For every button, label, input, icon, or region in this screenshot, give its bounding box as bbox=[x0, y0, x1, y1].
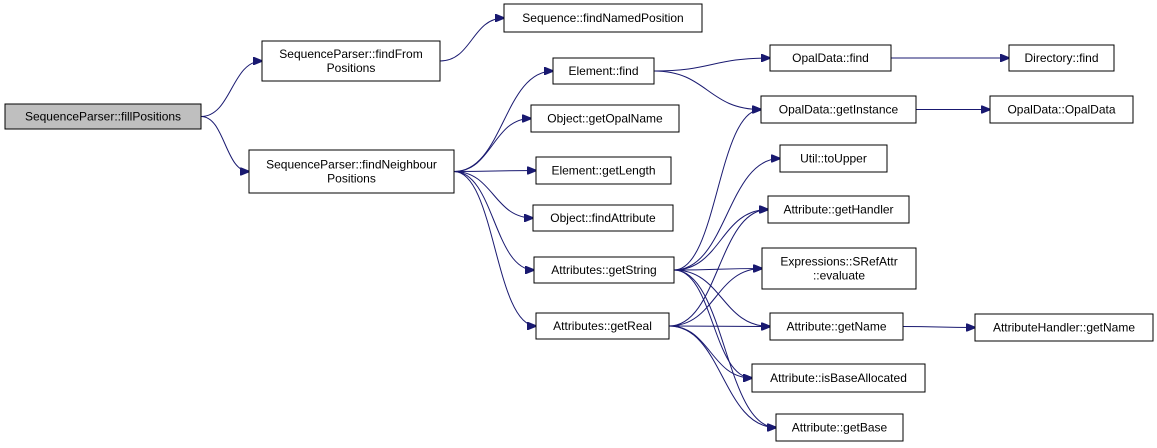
edge-findneighbourpositions-to-findattribute bbox=[453, 171, 533, 219]
node-box bbox=[974, 313, 1154, 342]
node-label: Directory::find bbox=[1024, 51, 1098, 65]
edge-getstring-to-gethandler bbox=[673, 210, 768, 271]
node-label: Element::getLength bbox=[551, 164, 655, 178]
node-label: Attributes::getString bbox=[551, 263, 656, 277]
node-opalfind[interactable]: OpalData::find bbox=[769, 44, 892, 72]
node-label: Util::toUpper bbox=[800, 152, 867, 166]
node-label: Positions bbox=[327, 172, 376, 186]
node-box bbox=[552, 57, 655, 85]
node-label: Attribute::getHandler bbox=[783, 203, 893, 217]
node-box bbox=[532, 204, 674, 232]
node-label: Expressions::SRefAttr bbox=[780, 255, 897, 269]
node-box bbox=[989, 95, 1134, 124]
edge-findneighbourpositions-to-getstring bbox=[453, 171, 534, 271]
node-label: Object::getOpalName bbox=[547, 112, 663, 126]
edge-getreal-to-getbase bbox=[668, 325, 776, 428]
node-box bbox=[769, 44, 892, 72]
node-box bbox=[535, 312, 670, 340]
node-getreal[interactable]: Attributes::getReal bbox=[535, 312, 670, 340]
node-label: Object::findAttribute bbox=[550, 211, 656, 225]
node-label: OpalData::OpalData bbox=[1007, 103, 1115, 117]
edge-getreal-to-attrgetname bbox=[668, 326, 770, 327]
node-label: SequenceParser::findNeighbour bbox=[266, 158, 437, 172]
node-label: Element::find bbox=[568, 64, 638, 78]
edge-getreal-to-evaluate bbox=[668, 269, 762, 327]
node-label: ::evaluate bbox=[813, 269, 865, 283]
node-label: Sequence::findNamedPosition bbox=[522, 11, 683, 25]
edge-getstring-to-attrgetname bbox=[673, 269, 770, 327]
edge-elementfind-to-getinstance bbox=[653, 70, 761, 110]
node-getlength[interactable]: Element::getLength bbox=[535, 156, 672, 185]
node-box bbox=[1008, 44, 1115, 72]
edge-getreal-to-isbaseallocated bbox=[668, 325, 752, 378]
node-box bbox=[779, 144, 888, 173]
edge-getstring-to-toupper bbox=[673, 159, 780, 271]
edge-getstring-to-getinstance bbox=[673, 110, 761, 271]
node-box bbox=[530, 104, 680, 133]
edges-layer bbox=[200, 18, 1009, 428]
node-label: AttributeHandler::getName bbox=[993, 321, 1135, 335]
node-label: Positions bbox=[327, 61, 376, 75]
node-box bbox=[261, 40, 441, 82]
edge-findfrompositions-to-findnamedposition bbox=[439, 18, 504, 62]
edge-fillpositions-to-findneighbourpositions bbox=[200, 116, 249, 172]
node-label: Attributes::getReal bbox=[553, 319, 652, 333]
node-fillpositions[interactable]: SequenceParser::fillPositions bbox=[4, 103, 202, 130]
node-box bbox=[533, 256, 675, 284]
node-label: Attribute::getBase bbox=[792, 421, 888, 435]
node-getopalname[interactable]: Object::getOpalName bbox=[530, 104, 680, 133]
edge-findneighbourpositions-to-getlength bbox=[453, 171, 536, 172]
node-elementfind[interactable]: Element::find bbox=[552, 57, 655, 85]
node-box bbox=[769, 312, 904, 341]
node-box bbox=[767, 195, 910, 224]
node-box bbox=[535, 156, 672, 185]
node-label: SequenceParser::fillPositions bbox=[25, 110, 181, 124]
node-attrgetname[interactable]: Attribute::getName bbox=[769, 312, 904, 341]
node-handlergetname[interactable]: AttributeHandler::getName bbox=[974, 313, 1154, 342]
edge-attrgetname-to-handlergetname bbox=[902, 327, 975, 328]
node-evaluate[interactable]: Expressions::SRefAttr::evaluate bbox=[761, 247, 917, 290]
edge-elementfind-to-opalfind bbox=[653, 58, 770, 72]
edge-getstring-to-getbase bbox=[673, 269, 776, 428]
node-opaldata[interactable]: OpalData::OpalData bbox=[989, 95, 1134, 124]
node-directoryfind[interactable]: Directory::find bbox=[1008, 44, 1115, 72]
node-getinstance[interactable]: OpalData::getInstance bbox=[760, 95, 917, 124]
node-label: Attribute::getName bbox=[786, 320, 886, 334]
edge-getstring-to-isbaseallocated bbox=[673, 269, 752, 378]
edge-getreal-to-gethandler bbox=[668, 210, 768, 327]
edge-fillpositions-to-findfrompositions bbox=[200, 61, 262, 117]
nodes-layer: SequenceParser::fillPositionsSequencePar… bbox=[4, 3, 1154, 442]
node-label: OpalData::find bbox=[792, 51, 869, 65]
node-box bbox=[248, 149, 455, 194]
node-toupper[interactable]: Util::toUpper bbox=[779, 144, 888, 173]
node-box bbox=[760, 95, 917, 124]
node-box bbox=[775, 413, 904, 442]
node-box bbox=[4, 103, 202, 130]
node-getbase[interactable]: Attribute::getBase bbox=[775, 413, 904, 442]
edge-findneighbourpositions-to-getopalname bbox=[453, 119, 531, 172]
edge-findneighbourpositions-to-getreal bbox=[453, 171, 536, 327]
node-isbaseallocated[interactable]: Attribute::isBaseAllocated bbox=[751, 363, 926, 393]
node-findattribute[interactable]: Object::findAttribute bbox=[532, 204, 674, 232]
node-label: Attribute::isBaseAllocated bbox=[770, 371, 907, 385]
node-findnamedposition[interactable]: Sequence::findNamedPosition bbox=[503, 3, 703, 33]
node-box bbox=[751, 363, 926, 393]
node-box bbox=[503, 3, 703, 33]
node-box bbox=[761, 247, 917, 290]
node-getstring[interactable]: Attributes::getString bbox=[533, 256, 675, 284]
node-label: OpalData::getInstance bbox=[779, 103, 899, 117]
node-gethandler[interactable]: Attribute::getHandler bbox=[767, 195, 910, 224]
node-label: SequenceParser::findFrom bbox=[279, 47, 422, 61]
